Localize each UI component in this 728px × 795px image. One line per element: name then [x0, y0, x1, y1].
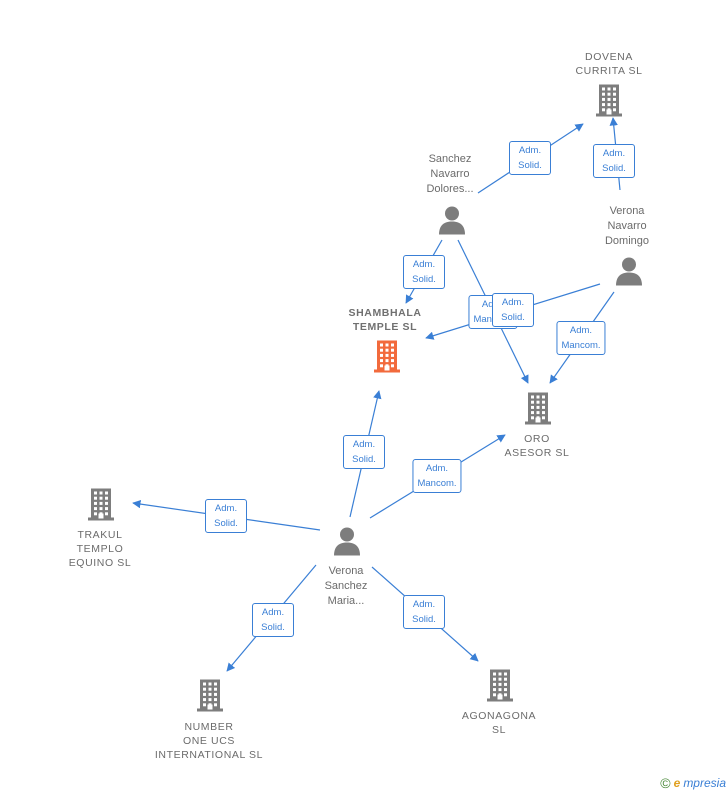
- node-label-number[interactable]: NUMBER ONE UCS INTERNATIONAL SL: [154, 721, 264, 761]
- company-shambhala-building-icon[interactable]: [372, 339, 402, 378]
- node-label-agonagona[interactable]: AGONAGONA SL: [461, 710, 537, 736]
- role-badge-domingo-oro[interactable]: Adm. Mancom.: [556, 321, 606, 355]
- role-badge-maria-oro[interactable]: Adm. Mancom.: [412, 459, 462, 493]
- person-sanchez-person-icon[interactable]: [437, 205, 467, 240]
- node-label-trakul[interactable]: TRAKUL TEMPLO EQUINO SL: [68, 529, 132, 569]
- company-dovena-building-icon[interactable]: [594, 83, 624, 122]
- brand-logo-initial: e: [673, 776, 681, 790]
- person-domingo-person-icon[interactable]: [614, 256, 644, 291]
- node-label-oro[interactable]: ORO ASESOR SL: [504, 433, 570, 459]
- node-label-domingo[interactable]: Verona Navarro Domingo: [604, 205, 650, 247]
- role-badge-domingo-dovena[interactable]: Adm. Solid.: [593, 144, 635, 178]
- role-badge-sanchez-dovena[interactable]: Adm. Solid.: [509, 141, 551, 175]
- role-badge-maria-shambhala[interactable]: Adm. Solid.: [343, 435, 385, 469]
- role-badge-maria-number[interactable]: Adm. Solid.: [252, 603, 294, 637]
- company-oro-building-icon[interactable]: [523, 391, 553, 430]
- copyright-symbol: ©: [660, 775, 671, 791]
- node-label-shambhala[interactable]: SHAMBHALA TEMPLE SL: [348, 307, 422, 333]
- node-label-sanchez[interactable]: Sanchez Navarro Dolores...: [426, 153, 474, 195]
- person-maria-person-icon[interactable]: [332, 526, 362, 561]
- node-label-dovena[interactable]: DOVENA CURRITA SL: [575, 51, 643, 77]
- role-badge-maria-trakul[interactable]: Adm. Solid.: [205, 499, 247, 533]
- company-trakul-building-icon[interactable]: [86, 487, 116, 526]
- role-badge-domingo-shambhala[interactable]: Adm. Solid.: [492, 293, 534, 327]
- company-number-building-icon[interactable]: [195, 678, 225, 717]
- company-agonagona-building-icon[interactable]: [485, 668, 515, 707]
- role-badge-sanchez-shambhala[interactable]: Adm. Solid.: [403, 255, 445, 289]
- brand-logo-text: mpresia: [683, 776, 726, 790]
- role-badge-maria-agonagona[interactable]: Adm. Solid.: [403, 595, 445, 629]
- node-label-maria[interactable]: Verona Sanchez Maria...: [324, 565, 368, 607]
